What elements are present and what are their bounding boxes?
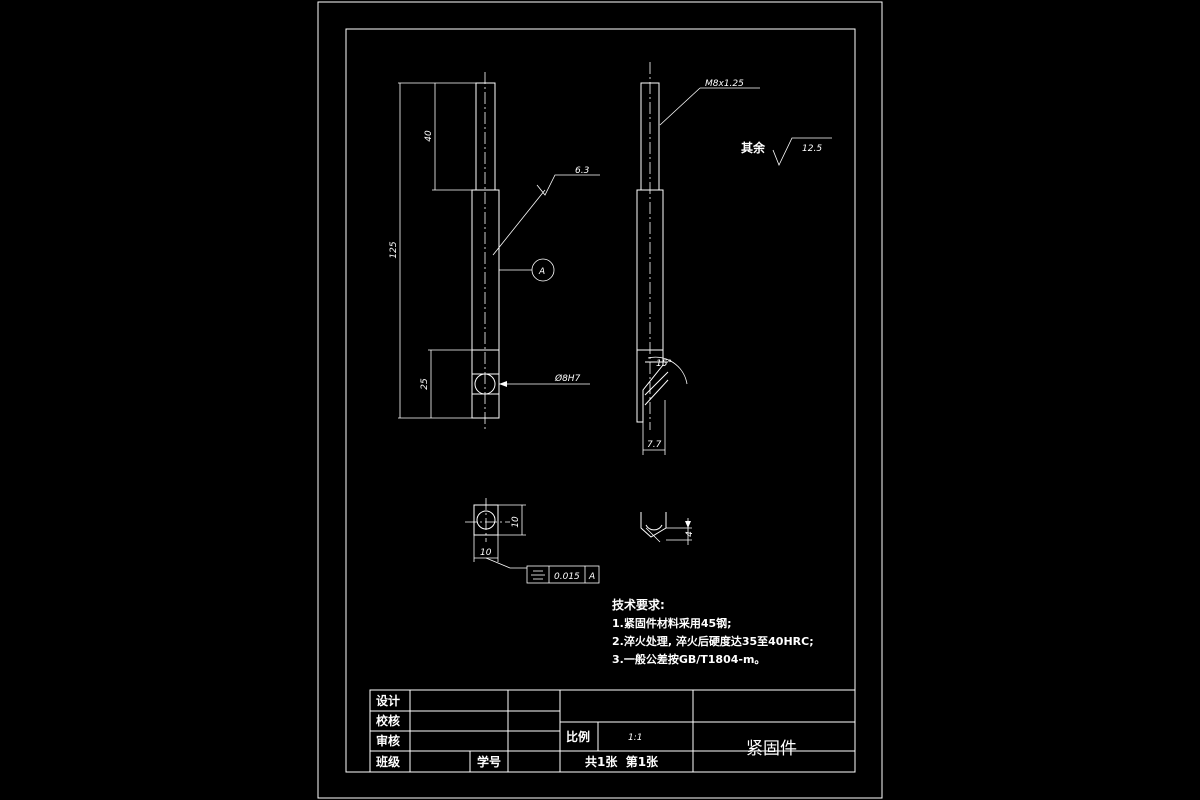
dim-125: 125: [389, 241, 399, 258]
tech-req-item-3: 3.一般公差按GB/T1804-m。: [612, 652, 765, 666]
section-view: 4: [640, 512, 695, 545]
roughness-rest-label: 其余: [741, 140, 766, 155]
front-view: 40 125 25 6.3 A Ø8H7: [389, 72, 600, 430]
tb-scale-label: 比例: [566, 729, 590, 744]
dim-25: 25: [420, 378, 430, 390]
tb-part-name: 紧固件: [746, 739, 797, 759]
dim-10-vertical: 10: [511, 516, 521, 528]
tolerance-datum: A: [588, 572, 595, 582]
tech-req-item-2: 2.淬火处理, 淬火后硬度达35至40HRC;: [612, 634, 814, 648]
side-view: M8x1.25 15° 7.7: [636, 62, 760, 455]
dim-thread: M8x1.25: [705, 79, 744, 89]
roughness-rest-value: 12.5: [802, 144, 822, 154]
top-view: 10 10 0.015 A: [465, 498, 600, 584]
tb-student-no: 学号: [477, 754, 501, 769]
tech-req-title: 技术要求:: [612, 597, 665, 612]
title-block: 设计 校核 审核 班级 学号 比例 1:1 共1张 第1张 紧固件: [369, 689, 856, 773]
tb-check: 校核: [376, 713, 400, 728]
tech-requirements: 技术要求: 1.紧固件材料采用45钢; 2.淬火处理, 淬火后硬度达35至40H…: [612, 597, 814, 666]
datum-a: A: [538, 267, 545, 277]
dim-7.7: 7.7: [647, 440, 662, 450]
dim-40: 40: [424, 130, 434, 142]
dim-10-horizontal: 10: [480, 548, 492, 558]
outer-frame: [317, 1, 883, 799]
datum-a-circle: [531, 258, 555, 282]
tech-req-item-1: 1.紧固件材料采用45钢;: [612, 616, 732, 630]
roughness-6.3: 6.3: [575, 166, 590, 176]
tb-class: 班级: [376, 754, 400, 769]
roughness-rest: 其余 12.5: [741, 137, 832, 166]
tb-review: 审核: [376, 733, 400, 748]
tb-sheets: 共1张 第1张: [585, 754, 659, 769]
tolerance-frame: [526, 565, 600, 584]
tolerance-value: 0.015: [554, 572, 580, 582]
tb-scale-value: 1:1: [628, 733, 642, 743]
tb-design: 设计: [376, 693, 400, 708]
dim-angle: 15°: [656, 359, 672, 369]
dim-bore: Ø8H7: [554, 373, 581, 384]
dim-4: 4: [685, 531, 695, 537]
inner-frame: [345, 28, 856, 773]
